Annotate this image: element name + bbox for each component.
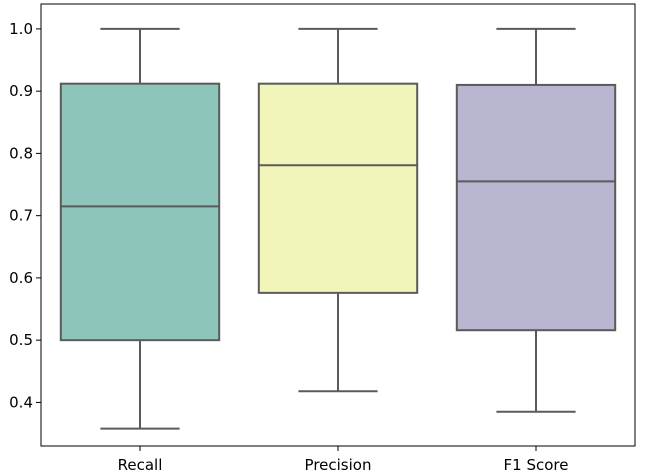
box-recall	[59, 27, 221, 430]
x-tick-label: Precision	[305, 456, 372, 474]
box-precision	[257, 27, 419, 393]
y-tick-label: 0.7	[9, 207, 33, 225]
y-tick-label: 0.6	[9, 269, 33, 287]
box-iqr-recall	[59, 82, 221, 342]
box-iqr-precision	[257, 82, 419, 294]
y-tick-label: 1.0	[9, 20, 33, 38]
x-tick-label: F1 Score	[504, 456, 569, 474]
y-tick-label: 0.4	[9, 393, 33, 411]
box-f1-score	[455, 27, 617, 413]
y-tick-label: 0.9	[9, 82, 33, 100]
x-axis: Recall Precision F1 Score	[118, 446, 569, 474]
y-tick-label: 0.5	[9, 331, 33, 349]
y-axis: 0.4 0.5 0.6 0.7 0.8 0.9 1.0	[9, 20, 41, 411]
x-tick-label: Recall	[118, 456, 163, 474]
boxes-layer	[59, 27, 617, 430]
box-iqr-f1-score	[455, 83, 617, 332]
y-tick-label: 0.8	[9, 144, 33, 162]
